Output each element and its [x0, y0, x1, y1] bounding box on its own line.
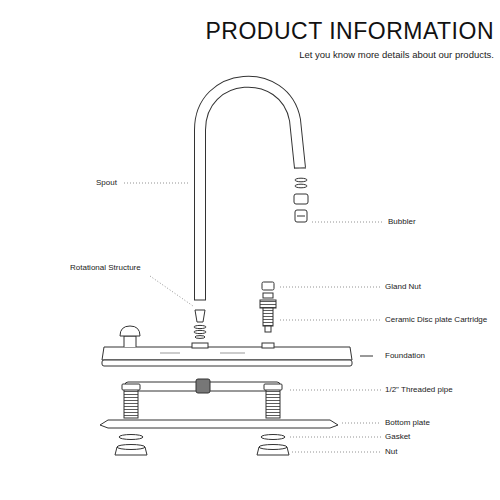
part-label: Gland Nut — [385, 282, 494, 291]
threaded-pipe — [122, 379, 282, 418]
gasket — [119, 435, 285, 440]
cartridge — [260, 282, 276, 332]
part-label: Gasket — [385, 432, 494, 441]
foundation — [102, 326, 352, 366]
nut — [115, 445, 289, 456]
subtitle: Let you know more details about our prod… — [150, 50, 494, 61]
leader-line — [124, 183, 384, 452]
bottom-plate — [100, 420, 338, 428]
bubbler — [294, 178, 308, 222]
spout — [194, 82, 306, 300]
part-label: Bubbler — [388, 217, 494, 226]
part-label: 1/2" Threaded pipe — [385, 385, 494, 394]
page-title: PRODUCT INFORMATION — [206, 18, 494, 44]
rotational-structure — [194, 310, 206, 338]
part-label: Rotational Structure — [70, 263, 160, 272]
part-label: Ceramic Disc plate Cartridge — [385, 315, 497, 324]
part-label: Spout — [96, 178, 124, 187]
part-label: Foundation — [385, 351, 494, 360]
leader-line — [360, 356, 373, 357]
part-label: Bottom plate — [385, 418, 494, 427]
part-label: Nut — [385, 447, 494, 456]
